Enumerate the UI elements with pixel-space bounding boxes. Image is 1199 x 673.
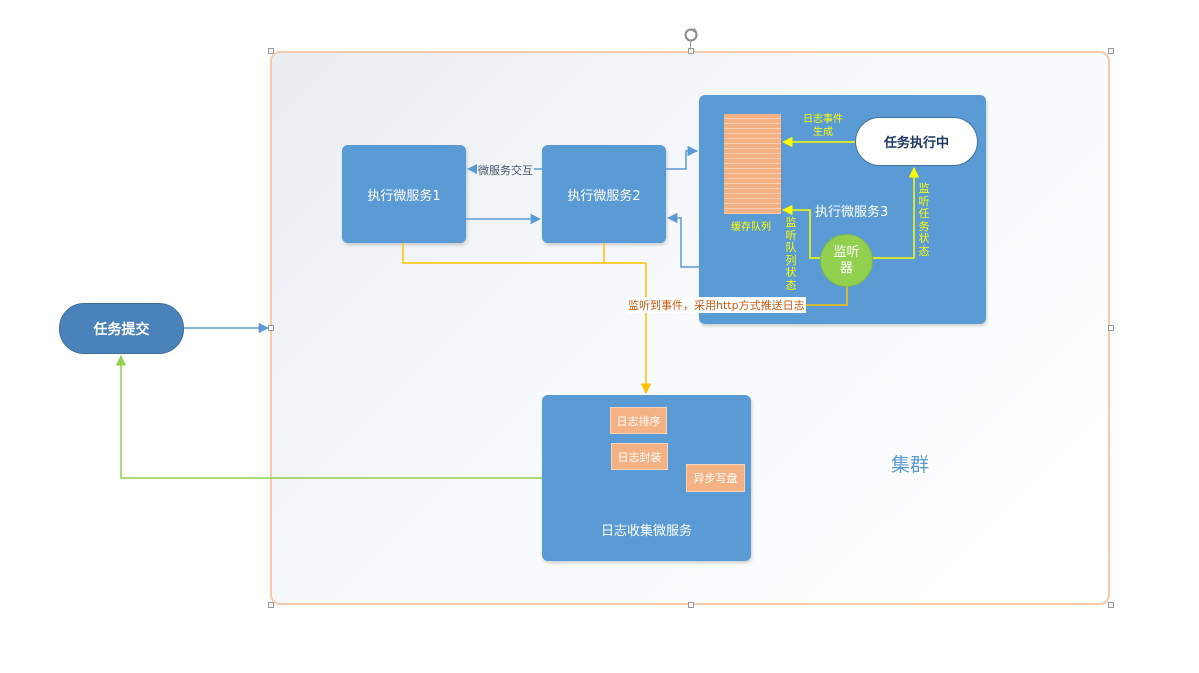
label-push-log: 监听到事件，采用http方式推送日志	[627, 297, 806, 313]
exec-service-3-label: 执行微服务3	[815, 205, 889, 220]
task-submit-label: 任务提交	[93, 321, 150, 338]
exec-service-1[interactable]: 执行微服务1	[342, 145, 466, 243]
task-submit-node[interactable]: 任务提交	[59, 303, 184, 354]
label-listen-task: 监听任务状态	[918, 182, 930, 258]
cluster-label: 集群	[891, 454, 930, 476]
resize-handle-left[interactable]	[268, 325, 274, 331]
log-pack-label: 日志封装	[617, 450, 662, 464]
label-micro-interact: 微服务交互	[477, 162, 534, 178]
resize-handle-right[interactable]	[1108, 325, 1114, 331]
resize-handle-top-left[interactable]	[268, 48, 274, 54]
task-running-label: 任务执行中	[883, 136, 949, 151]
exec-service-2-label: 执行微服务2	[567, 188, 641, 204]
task-running-node[interactable]: 任务执行中	[855, 117, 978, 166]
rotate-handle-icon[interactable]	[681, 25, 701, 45]
log-pack-chip[interactable]: 日志封装	[611, 443, 668, 470]
resize-handle-bottom-right[interactable]	[1108, 602, 1114, 608]
listener-node[interactable]: 监听器	[820, 234, 873, 287]
resize-handle-top-right[interactable]	[1108, 48, 1114, 54]
resize-handle-bottom[interactable]	[688, 602, 694, 608]
exec-service-2[interactable]: 执行微服务2	[542, 145, 666, 243]
async-write-label: 异步写盘	[693, 472, 738, 485]
listener-label: 监听器	[833, 244, 860, 276]
cache-queue-label: 缓存队列	[731, 222, 771, 233]
log-collect-service-label: 日志收集微服务	[600, 524, 692, 539]
async-write-chip[interactable]: 异步写盘	[686, 464, 745, 492]
label-listen-queue: 监听队列状态	[785, 216, 797, 292]
label-log-event: 日志事件生成	[803, 114, 843, 138]
rotate-handle-stem	[690, 40, 691, 50]
resize-handle-top[interactable]	[688, 48, 694, 54]
log-sort-label: 日志排序	[616, 414, 661, 428]
resize-handle-bottom-left[interactable]	[268, 602, 274, 608]
log-sort-chip[interactable]: 日志排序	[610, 407, 667, 434]
cache-queue[interactable]	[724, 114, 781, 214]
exec-service-1-label: 执行微服务1	[367, 188, 441, 204]
